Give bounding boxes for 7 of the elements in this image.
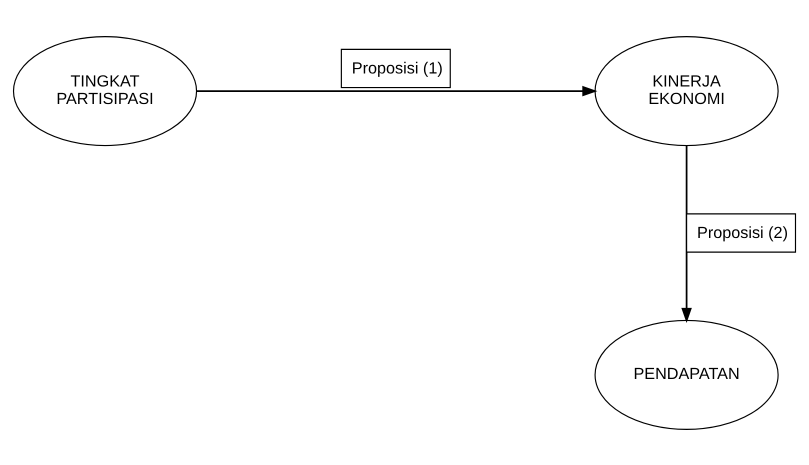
edge-label: Proposisi (2) xyxy=(697,223,788,242)
node-ellipse: PENDAPATAN xyxy=(594,319,779,430)
edge-label: Proposisi (1) xyxy=(352,58,443,77)
node-ellipse: TINGKAT PARTISIPASI xyxy=(12,36,198,146)
arrow xyxy=(681,145,692,322)
arrow xyxy=(196,85,598,96)
node-ellipse: KINERJA EKONOMI xyxy=(594,36,779,146)
